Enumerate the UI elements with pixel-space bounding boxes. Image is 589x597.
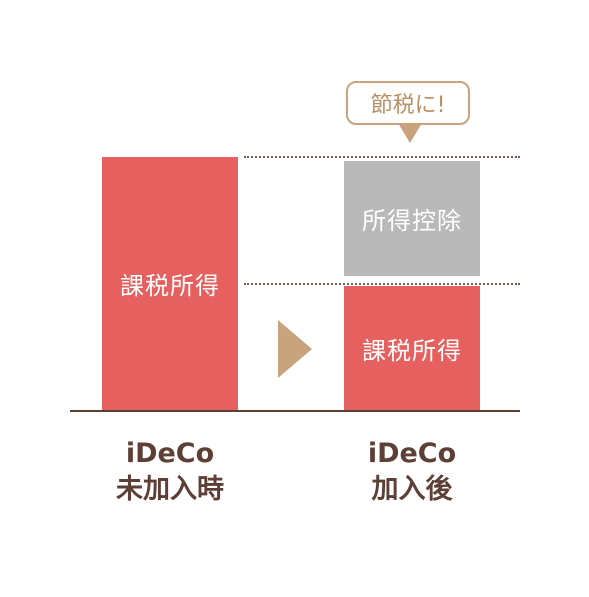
before-caption-line1: iDeCo — [125, 438, 215, 469]
top-guide-line — [244, 156, 520, 158]
before-caption-line2: 未加入時 — [116, 474, 224, 505]
after-caption-line2: 加入後 — [371, 474, 453, 505]
callout-pointer-icon — [398, 123, 422, 143]
tax-saving-callout-text: 節税に! — [370, 93, 446, 118]
after-taxable-income-label: 課税所得 — [362, 336, 462, 365]
play-arrow-icon — [278, 320, 312, 378]
income-deduction-label: 所得控除 — [362, 207, 462, 235]
after-caption: iDeCo 加入後 — [312, 436, 512, 508]
after-taxable-income-bar: 課税所得 — [344, 286, 480, 410]
before-taxable-income-label: 課税所得 — [120, 272, 220, 300]
before-caption: iDeCo 未加入時 — [70, 436, 270, 508]
after-caption-line1: iDeCo — [367, 438, 457, 469]
tax-saving-callout: 節税に! — [346, 81, 470, 125]
middle-guide-line — [244, 283, 520, 285]
before-taxable-income-bar: 課税所得 — [102, 157, 238, 410]
baseline — [70, 410, 520, 412]
income-deduction-bar: 所得控除 — [344, 161, 480, 276]
